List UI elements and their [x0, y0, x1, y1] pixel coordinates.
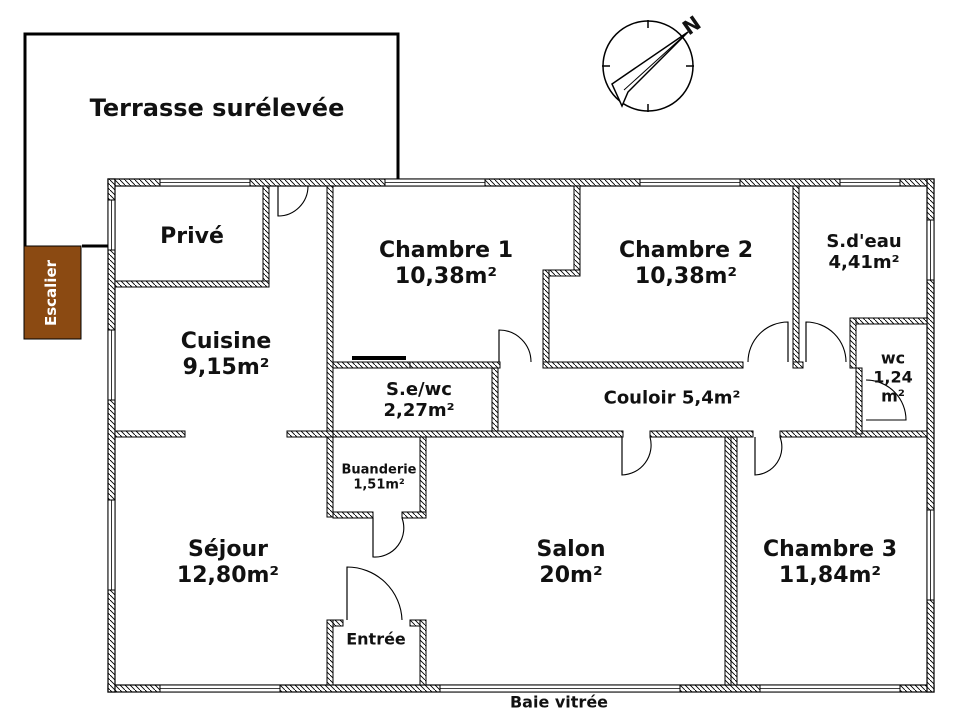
sewc-fixture [352, 356, 406, 360]
room-chambre1: Chambre 1 10,38m² [379, 238, 513, 290]
stair-label: Escalier [42, 259, 61, 327]
stair-block [23, 245, 82, 340]
terrace-label: Terrasse surélevée [89, 93, 345, 122]
compass-icon [602, 20, 694, 112]
room-sejour-area: 12,80m² [176, 563, 280, 588]
room-chambre1-name: Chambre 1 [378, 238, 514, 264]
room-buanderie: Buanderie 1,51m² [342, 463, 417, 494]
terrace-outline [23, 32, 400, 248]
room-chambre1-area: 10,38m² [394, 264, 498, 289]
room-cuisine-name: Cuisine [180, 329, 272, 355]
doors [277, 185, 907, 621]
room-salon-area: 20m² [539, 563, 603, 588]
window-bay-label: Baie vitrée [509, 692, 609, 712]
room-sejour-name: Séjour [188, 537, 268, 563]
room-couloir: Couloir 5,4m² [603, 387, 741, 409]
window-mullions [111, 182, 931, 689]
room-salon: Salon 20m² [536, 537, 605, 589]
room-sdeau-area: 4,41m² [828, 252, 900, 273]
room-chambre3-name: Chambre 3 [762, 537, 898, 563]
room-prive: Privé [160, 224, 224, 250]
interior-walls [114, 185, 928, 686]
room-sewc-area: 2,27m² [383, 400, 455, 421]
room-sdeau: S.d'eau 4,41m² [826, 231, 901, 273]
room-chambre2: Chambre 2 10,38m² [619, 238, 753, 290]
room-wc-area-1: 1,24 [873, 367, 913, 387]
room-wc-area-2: m² [881, 386, 905, 406]
room-salon-name: Salon [536, 537, 606, 563]
room-sdeau-name: S.d'eau [826, 230, 902, 252]
room-cuisine-area: 9,15m² [182, 355, 270, 380]
room-buanderie-name: Buanderie [341, 462, 417, 478]
room-chambre2-area: 10,38m² [634, 264, 738, 289]
room-buanderie-area: 1,51m² [353, 478, 405, 493]
room-sejour: Séjour 12,80m² [177, 537, 279, 589]
room-wc: wc 1,24 m² [873, 348, 913, 407]
room-sewc-name: S.e/wc [386, 378, 452, 400]
room-cuisine: Cuisine 9,15m² [181, 329, 272, 381]
room-sewc: S.e/wc 2,27m² [383, 379, 454, 421]
entrance-label: Entrée [346, 629, 406, 649]
room-chambre3-area: 11,84m² [778, 563, 882, 588]
room-chambre2-name: Chambre 2 [618, 238, 754, 264]
room-wc-name: wc [880, 348, 906, 368]
room-chambre3: Chambre 3 11,84m² [763, 537, 897, 589]
